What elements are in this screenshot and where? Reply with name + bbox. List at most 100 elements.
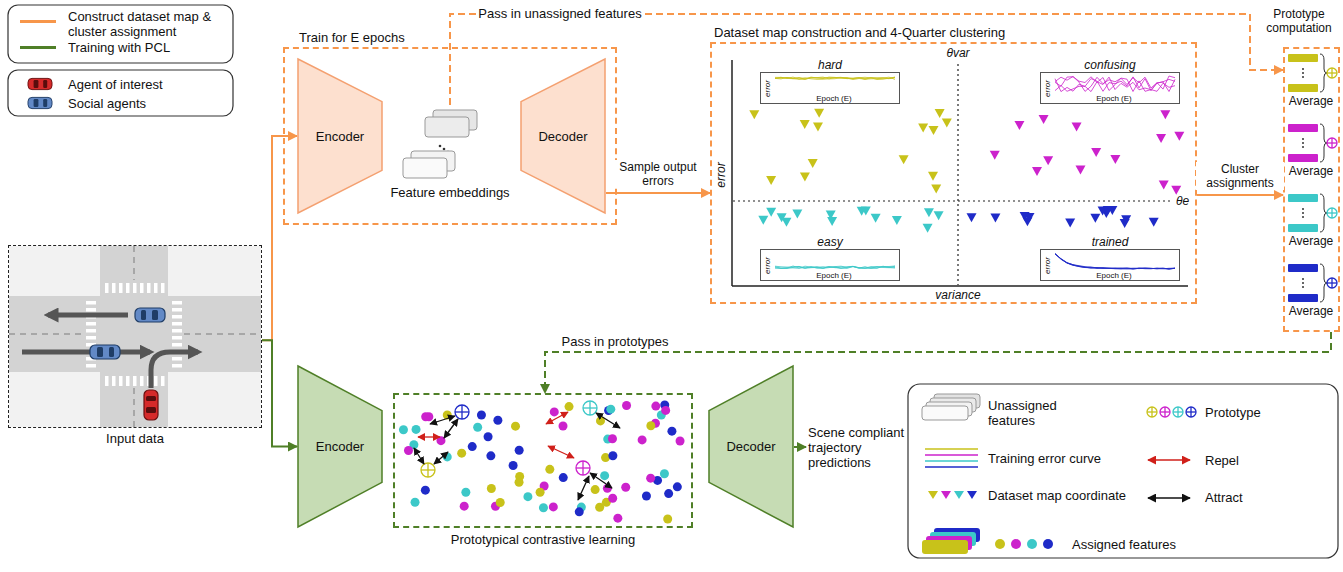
map-point [766, 208, 776, 217]
embedding-stack [403, 110, 477, 178]
inset-title: easy [761, 236, 899, 249]
trapezoid [709, 366, 793, 527]
legend-icons [922, 394, 1190, 554]
feature-embeddings: Feature embeddings [385, 105, 515, 200]
feature-bar [1288, 54, 1318, 62]
dataset-map-axes [732, 60, 1188, 286]
feature-dot [509, 461, 518, 470]
legend-text: Construct dataset map & cluster assignme… [68, 9, 228, 39]
map-point [899, 155, 909, 164]
prototype-symbol [589, 401, 590, 415]
prototype-symbol [1151, 407, 1152, 417]
legend-text: Unassigned features [988, 398, 1088, 428]
dataset-map-panel: Dataset map construction and 4-Quarter c… [710, 42, 1197, 304]
legend-text: Social agents [68, 96, 146, 111]
connector [545, 332, 1331, 393]
feature-dot [411, 498, 420, 507]
map-point [931, 185, 941, 194]
connector [262, 340, 297, 446]
feature-dot [638, 435, 647, 444]
feature-dot [486, 451, 495, 460]
feature-dot [539, 503, 548, 512]
map-point [924, 208, 934, 217]
output-label: Scene compliant trajectory predictions [808, 425, 908, 470]
prototype-symbol [1331, 278, 1332, 288]
feature-dot [484, 432, 493, 441]
feature-dot [412, 425, 421, 434]
error-curve [1055, 77, 1175, 92]
error-curve [775, 266, 895, 268]
error-curve [1055, 77, 1175, 92]
error-curve [775, 266, 895, 268]
scatter-points [749, 109, 1184, 233]
axis-label: error [763, 80, 772, 97]
feature-dot [664, 489, 673, 498]
error-curve [1055, 254, 1175, 270]
feature-dot [608, 494, 617, 503]
map-point [827, 217, 837, 226]
feature-dot [600, 471, 609, 480]
prototype-symbol [421, 463, 435, 477]
map-point [1075, 166, 1085, 175]
edge-label: Sample output errors [610, 160, 706, 188]
feature-dot [646, 474, 655, 483]
legend-text: Training error curve [988, 451, 1101, 466]
panel-title: Dataset map construction and 4-Quarter c… [714, 25, 1005, 40]
prototype-symbol [455, 405, 469, 419]
average-label: Average [1289, 304, 1333, 318]
output-text: Scene compliant trajectory predictions [808, 425, 908, 475]
feature-dot [515, 478, 524, 487]
feature-dot [660, 469, 669, 478]
map-point [1072, 123, 1082, 132]
edge-label: Pass in prototypes [560, 335, 671, 349]
ellipsis-dot [1302, 76, 1304, 78]
pcl-panel: Prototypical contrastive learning [393, 393, 693, 528]
prototype-symbol [582, 461, 583, 475]
feature-dot [523, 492, 532, 501]
prototype-symbol [1327, 68, 1337, 78]
map-point [766, 176, 776, 185]
car-icon [28, 97, 52, 108]
prototype-symbol [1147, 407, 1157, 417]
legend-text: Repel [1205, 453, 1239, 468]
legend-text: Dataset map coordinate [988, 488, 1126, 503]
block-label: Decoder [726, 439, 775, 454]
map-point [749, 110, 759, 119]
legend-frame [8, 70, 233, 116]
panel-title: Input data [9, 431, 261, 446]
panel-title: Prototype computation [1260, 7, 1338, 35]
ellipsis-dot [1302, 278, 1304, 280]
error-inset: harderrorEpoch (E) [760, 72, 900, 104]
feature-dot [399, 425, 408, 434]
map-point [923, 224, 933, 233]
decoder-block: Decoder [520, 58, 606, 214]
average-label: Average [1289, 94, 1333, 108]
legend-text: Assigned features [1072, 537, 1176, 552]
feature-dot [487, 484, 496, 493]
map-point [942, 119, 952, 128]
error-curve [1055, 77, 1175, 92]
feature-dot [606, 405, 615, 414]
map-point [1091, 148, 1101, 157]
prototype-symbol [576, 461, 590, 475]
map-point [800, 120, 810, 129]
map-point [1103, 206, 1113, 215]
feature-dot [613, 514, 622, 523]
feature-dot [621, 483, 630, 492]
error-inset: easyerrorEpoch (E) [760, 249, 900, 281]
feature-dot [421, 486, 430, 495]
trapezoid [298, 366, 382, 527]
encoder-block: Encoder [297, 365, 383, 528]
map-point [1171, 186, 1181, 195]
prototype-panel: Prototype computation [1283, 47, 1340, 332]
map-point [990, 214, 1000, 223]
map-point [1149, 218, 1159, 227]
prototype-symbol [1190, 407, 1191, 417]
feature-dot [661, 406, 670, 415]
prototype-symbol [1177, 407, 1178, 417]
feature-dot [460, 502, 469, 511]
feature-dot [663, 515, 672, 524]
feature-dot [404, 446, 413, 455]
trapezoid [298, 59, 382, 213]
error-curve [775, 77, 895, 79]
